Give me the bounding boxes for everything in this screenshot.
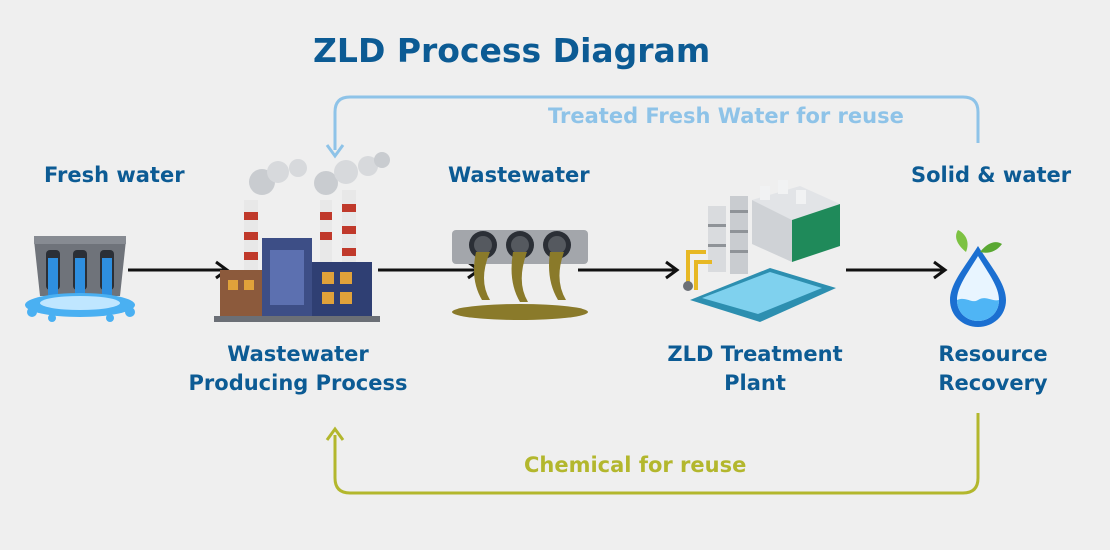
bottom-loop-arrowhead (325, 426, 345, 441)
process-label: Wastewater Producing Process (180, 340, 416, 398)
top-loop-label: Treated Fresh Water for reuse (548, 104, 904, 128)
flow-arrow-2 (378, 260, 482, 280)
plant-label-line1: ZLD Treatment (667, 342, 843, 366)
recovery-label: Resource Recovery (922, 340, 1064, 398)
bottom-loop-label: Chemical for reuse (524, 453, 747, 477)
wastewater-label: Wastewater (448, 163, 590, 187)
flow-arrow-3 (578, 260, 680, 280)
plant-label: ZLD Treatment Plant (660, 340, 850, 398)
plant-label-line2: Plant (724, 371, 786, 395)
factory-icon (214, 152, 390, 322)
water-outlet-icon (25, 236, 135, 322)
fresh-water-label: Fresh water (44, 163, 185, 187)
process-label-line2: Producing Process (188, 371, 408, 395)
top-loop-line (333, 95, 980, 150)
page-title: ZLD Process Diagram (313, 31, 711, 70)
recovery-label-line1: Resource (938, 342, 1048, 366)
top-loop-arrowhead (325, 144, 345, 159)
solid-water-label: Solid & water (911, 163, 1072, 187)
bottom-loop-line (333, 413, 980, 495)
flow-arrow-1 (128, 260, 230, 280)
water-drop-leaf-icon (950, 230, 1006, 327)
treatment-plant-icon (683, 180, 840, 322)
recovery-label-line2: Recovery (938, 371, 1048, 395)
process-label-line1: Wastewater (227, 342, 369, 366)
flow-arrow-4 (846, 260, 948, 280)
sewage-pipes-icon (452, 230, 588, 320)
